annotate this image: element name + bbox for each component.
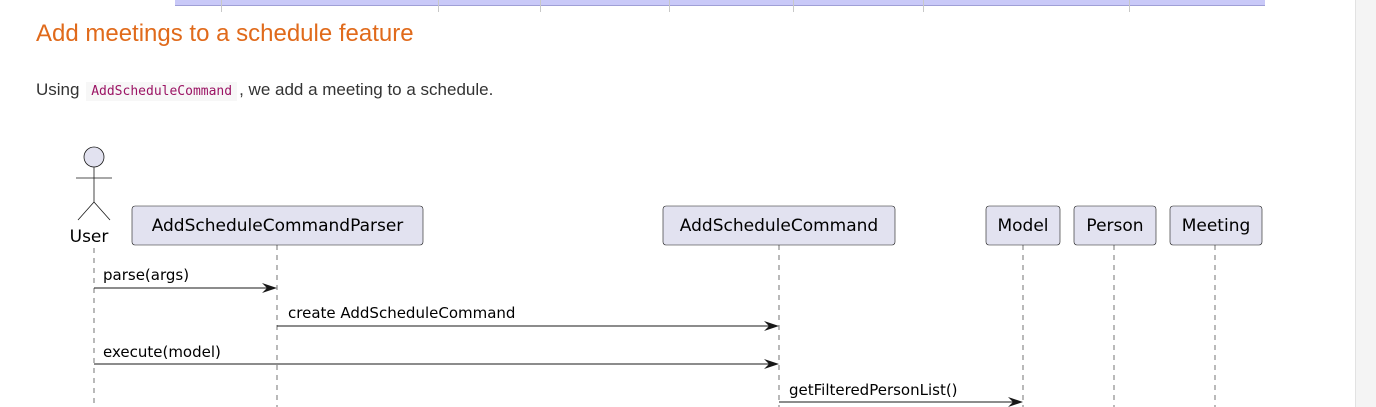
previous-table-bottom [175,0,1265,12]
participant-label: AddScheduleCommandParser [152,216,404,236]
participant-label: Model [997,216,1048,236]
table-column-divider [669,0,670,12]
participant-box [985,205,1061,246]
user-actor-icon [76,146,112,221]
arrow-head-icon [764,321,779,331]
description-prefix: Using [36,80,80,99]
participant-box [131,205,424,246]
table-column-divider [923,0,924,12]
message-label: parse(args) [103,266,189,284]
section-description: Using AddScheduleCommand, we add a meeti… [36,80,494,101]
arrow-head-icon [1008,397,1023,407]
actor-label: User [70,227,109,247]
participant-box [1073,205,1157,246]
table-column-divider [438,0,439,12]
participant-box [1169,205,1263,246]
table-column-divider [221,0,222,12]
message-label: getFilteredPersonList() [789,381,958,399]
vertical-scrollbar[interactable] [1355,0,1376,407]
inline-code: AddScheduleCommand [86,82,238,101]
table-column-divider [793,0,794,12]
section-heading: Add meetings to a schedule feature [36,20,414,47]
participant-label: Meeting [1182,216,1251,236]
participant-label: AddScheduleCommand [680,216,878,236]
description-suffix: , we add a meeting to a schedule. [239,80,494,99]
table-column-divider [1129,0,1130,12]
arrow-head-icon [764,359,779,369]
message-label: create AddScheduleCommand [288,304,515,322]
message-label: execute(model) [103,343,221,361]
participant-box [662,205,896,246]
table-column-divider [540,0,541,12]
arrow-head-icon [262,283,277,293]
participant-label: Person [1086,216,1143,236]
